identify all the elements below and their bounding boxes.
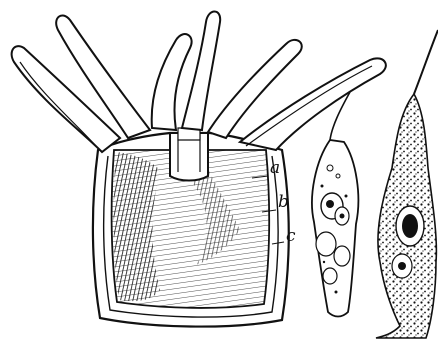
label-a: a	[270, 160, 280, 177]
cell-spindle	[312, 92, 358, 317]
polyp-body	[93, 128, 289, 327]
cell-stippled	[376, 30, 438, 338]
label-c: c	[286, 228, 296, 245]
label-b: b	[278, 194, 289, 211]
